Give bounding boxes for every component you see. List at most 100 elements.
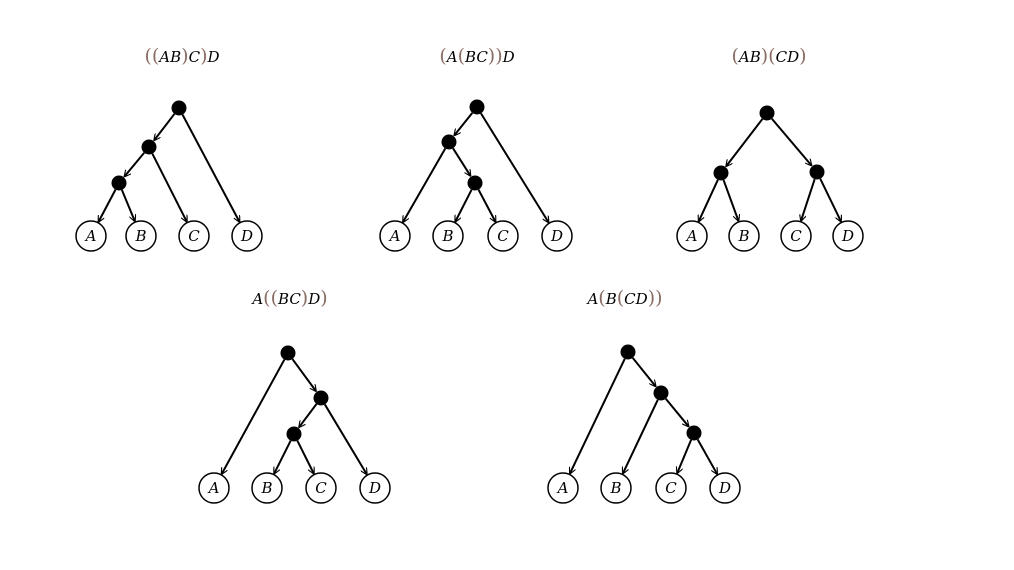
internal-node — [280, 345, 296, 361]
tree-edge — [154, 113, 176, 140]
tree-edges — [570, 357, 717, 475]
tree-edge — [696, 439, 717, 475]
caption-letter: D — [307, 290, 320, 308]
leaf-label: B — [441, 227, 453, 245]
internal-node — [620, 344, 636, 360]
caption-paren: ) — [301, 287, 308, 309]
tree-edge — [291, 358, 316, 391]
tree-edge — [699, 179, 719, 222]
tree-edge — [631, 357, 656, 387]
tree-edge — [452, 147, 470, 175]
tree-edge — [623, 399, 659, 474]
tree-caption: A((BC)D) — [250, 287, 327, 309]
internal-node — [809, 164, 825, 180]
caption-paren: ) — [495, 45, 502, 67]
tree-caption: (A(BC))D — [439, 45, 514, 67]
tree-edge — [181, 114, 240, 222]
leaf-node-a — [379, 220, 411, 252]
caption-paren: ( — [263, 287, 270, 309]
leaf-node-b — [432, 220, 464, 252]
caption-letter: D — [635, 290, 648, 308]
leaf-node-a — [676, 220, 708, 252]
caption-letter: A — [445, 48, 458, 66]
leaf-label: C — [315, 479, 327, 497]
leaf-label: C — [188, 227, 200, 245]
tree-edge — [819, 178, 841, 222]
caption-letter: C — [776, 48, 788, 66]
caption-paren: ( — [439, 45, 446, 67]
caption-letter: C — [189, 48, 201, 66]
tree-nodes: A B C D — [379, 99, 573, 252]
tree-edge — [801, 178, 816, 221]
caption-letter: A — [157, 48, 170, 66]
leaf-label: C — [665, 479, 677, 497]
caption-letter: B — [169, 48, 181, 66]
leaf-node-a — [198, 472, 230, 504]
tree-edge — [296, 440, 315, 474]
tree-edges — [403, 112, 549, 223]
leaf-node-c — [178, 220, 210, 252]
tree-edge — [454, 189, 473, 222]
leaf-label: D — [240, 227, 253, 245]
leaf-label: B — [260, 479, 272, 497]
leaf-node-d — [359, 472, 391, 504]
leaf-label: A — [388, 227, 401, 245]
caption-paren: ) — [320, 287, 327, 309]
caption-paren: ( — [768, 45, 775, 67]
caption-paren: ( — [731, 45, 738, 67]
leaf-label: D — [550, 227, 563, 245]
leaf-node-c — [305, 472, 337, 504]
leaf-node-c — [487, 220, 519, 252]
tree-edge — [324, 403, 367, 474]
caption-paren: ( — [617, 287, 624, 309]
tree-edges — [222, 358, 367, 474]
caption-letter: B — [277, 290, 289, 308]
tree-edge — [677, 439, 693, 473]
tree-edge — [722, 179, 739, 221]
caption-paren: ) — [181, 45, 188, 67]
caption-paren: ( — [144, 45, 151, 67]
leaf-node-b — [125, 220, 157, 252]
leaf-node-a — [547, 472, 579, 504]
caption-letter: B — [605, 290, 617, 308]
tree-caption: A(B(CD)) — [585, 287, 662, 309]
caption-letter: D — [502, 48, 515, 66]
caption-letter: D — [786, 48, 799, 66]
caption-letter: A — [250, 290, 263, 308]
leaf-label: A — [556, 479, 569, 497]
tree-caption: ((AB)C)D — [144, 45, 219, 67]
internal-node — [759, 105, 775, 121]
caption-letter: B — [749, 48, 761, 66]
caption-letter: D — [207, 48, 220, 66]
leaf-label: C — [497, 227, 509, 245]
leaf-node-b — [728, 220, 760, 252]
tree-caption: (AB)(CD) — [731, 45, 806, 67]
internal-node — [441, 134, 457, 150]
tree-edge — [299, 403, 318, 427]
internal-node — [141, 139, 157, 155]
leaf-node-c — [780, 220, 812, 252]
tree-edge — [477, 189, 496, 222]
leaf-label: D — [841, 227, 854, 245]
caption-letter: A — [737, 48, 750, 66]
caption-letter: C — [289, 290, 301, 308]
tree-edge — [120, 189, 135, 221]
tree-edge — [124, 152, 145, 177]
leaf-label: C — [790, 227, 802, 245]
caption-paren: ) — [200, 45, 207, 67]
caption-paren: ( — [458, 45, 465, 67]
internal-node — [286, 426, 302, 442]
leaf-node-c — [655, 472, 687, 504]
leaf-node-b — [600, 472, 632, 504]
caption-paren: ) — [488, 45, 495, 67]
tree-edge — [403, 148, 447, 223]
leaf-label: A — [685, 227, 698, 245]
leaf-node-d — [832, 220, 864, 252]
caption-paren: ( — [598, 287, 605, 309]
leaf-node-d — [541, 220, 573, 252]
